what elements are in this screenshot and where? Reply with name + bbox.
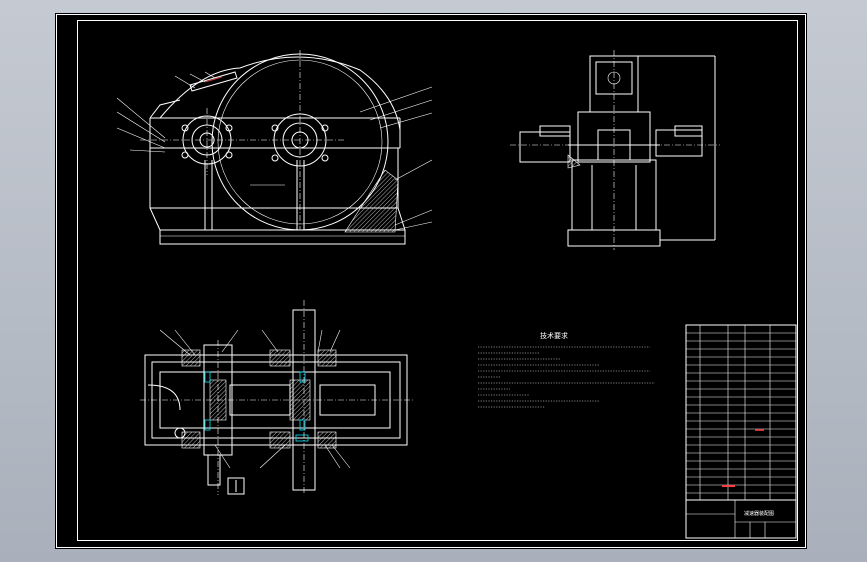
cad-viewport[interactable]: 技术要求 [55, 13, 807, 549]
assembly-drawing: 技术要求 [56, 14, 806, 548]
top-view [140, 300, 415, 495]
parts-list [685, 324, 797, 501]
title-block: 减速器装配图 [685, 499, 797, 539]
technical-notes: 技术要求 [478, 331, 655, 408]
title-block-name: 减速器装配图 [744, 510, 774, 517]
side-view [510, 50, 720, 250]
sheet-outer-border [56, 14, 806, 548]
front-view [116, 50, 433, 245]
drawing-frame [77, 20, 798, 541]
notes-title: 技术要求 [540, 331, 568, 340]
